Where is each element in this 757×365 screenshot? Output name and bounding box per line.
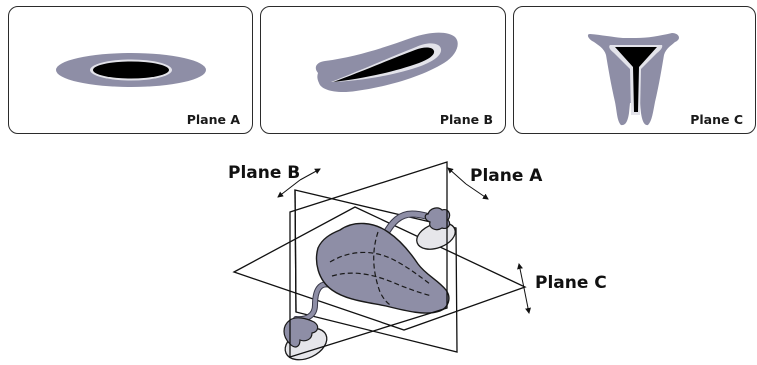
uterus-cavity-dashed-outline (329, 251, 431, 285)
plane-b-label: Plane B (228, 163, 301, 183)
panel-plane-c: Plane C (513, 6, 756, 134)
plane-a-outline (289, 161, 448, 358)
plane-c-arrow-up (517, 263, 525, 289)
plane-a-arrow-in (447, 167, 467, 185)
plane-c-section-illustration (587, 33, 679, 126)
right-fimbriae (424, 207, 451, 231)
uterus-cervix-dashed-outline (373, 231, 393, 307)
plane-a-arrow-out (465, 183, 489, 200)
uterine-cavity (93, 61, 169, 79)
panel-plane-a: Plane A (8, 6, 253, 134)
plane-a-section-illustration (56, 53, 206, 87)
left-fimbriae (283, 317, 319, 348)
plane-c-arrow-down (523, 287, 531, 314)
uterine-cavity (615, 47, 657, 112)
panel-plane-b: Plane B (260, 6, 506, 134)
panel-label: Plane C (690, 112, 743, 127)
plane-b-front-edge (294, 189, 297, 313)
plane-b-arrow-in (299, 168, 321, 181)
panel-label: Plane A (186, 112, 240, 127)
uterus-body (315, 222, 450, 314)
panel-label: Plane B (439, 112, 493, 127)
uterine-cavity (333, 47, 435, 82)
plane-b-section-illustration (315, 32, 458, 93)
plane-b-arrow-out (277, 179, 301, 198)
plane-a-label: Plane A (470, 166, 543, 186)
plane-c-label: Plane C (535, 273, 607, 293)
uterus-cavity-dashed-outline-lower (331, 272, 433, 297)
plane-c-outline (232, 206, 527, 331)
